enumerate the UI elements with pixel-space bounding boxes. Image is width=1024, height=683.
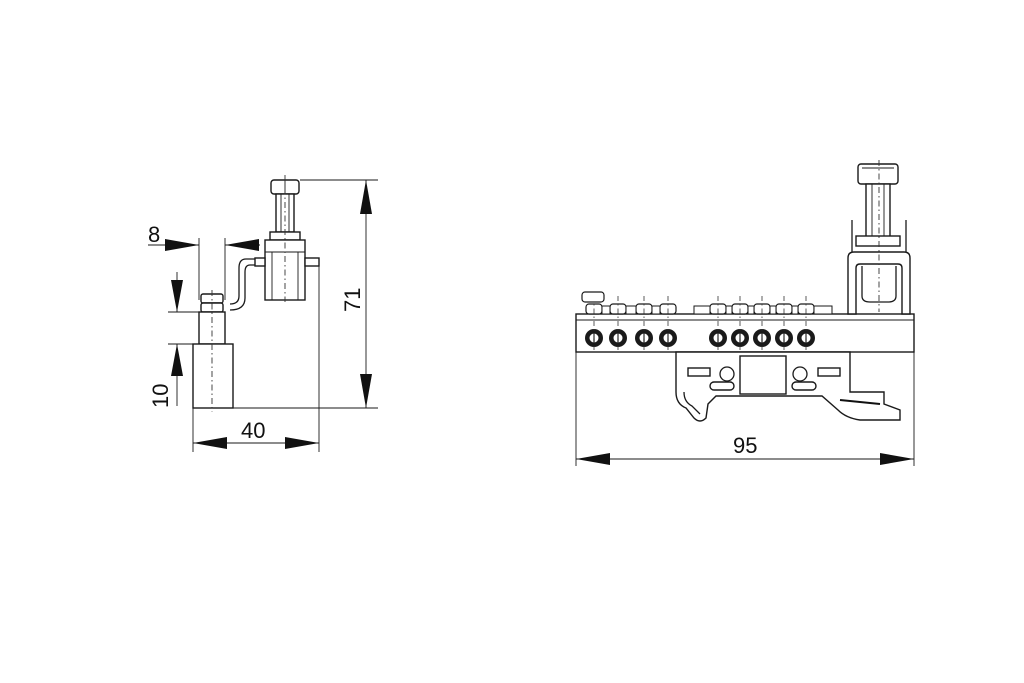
side-wire bbox=[229, 258, 255, 311]
dim-label-40: 40 bbox=[241, 418, 265, 443]
terminal-cap-left bbox=[581, 291, 605, 303]
dim-label-71: 71 bbox=[340, 288, 365, 312]
dim-label-8: 8 bbox=[148, 222, 160, 247]
side-clamp-body bbox=[254, 239, 320, 301]
side-small-screw bbox=[198, 293, 226, 345]
dim-label-95: 95 bbox=[733, 433, 757, 458]
front-din-mount bbox=[675, 351, 901, 422]
side-foot-block bbox=[192, 343, 234, 409]
side-view: 8 10 71 40 bbox=[148, 175, 378, 452]
front-top-screw bbox=[847, 163, 911, 315]
front-view: 95 bbox=[575, 160, 915, 466]
dim-label-10: 10 bbox=[148, 384, 173, 408]
front-terminal-row bbox=[581, 291, 833, 350]
